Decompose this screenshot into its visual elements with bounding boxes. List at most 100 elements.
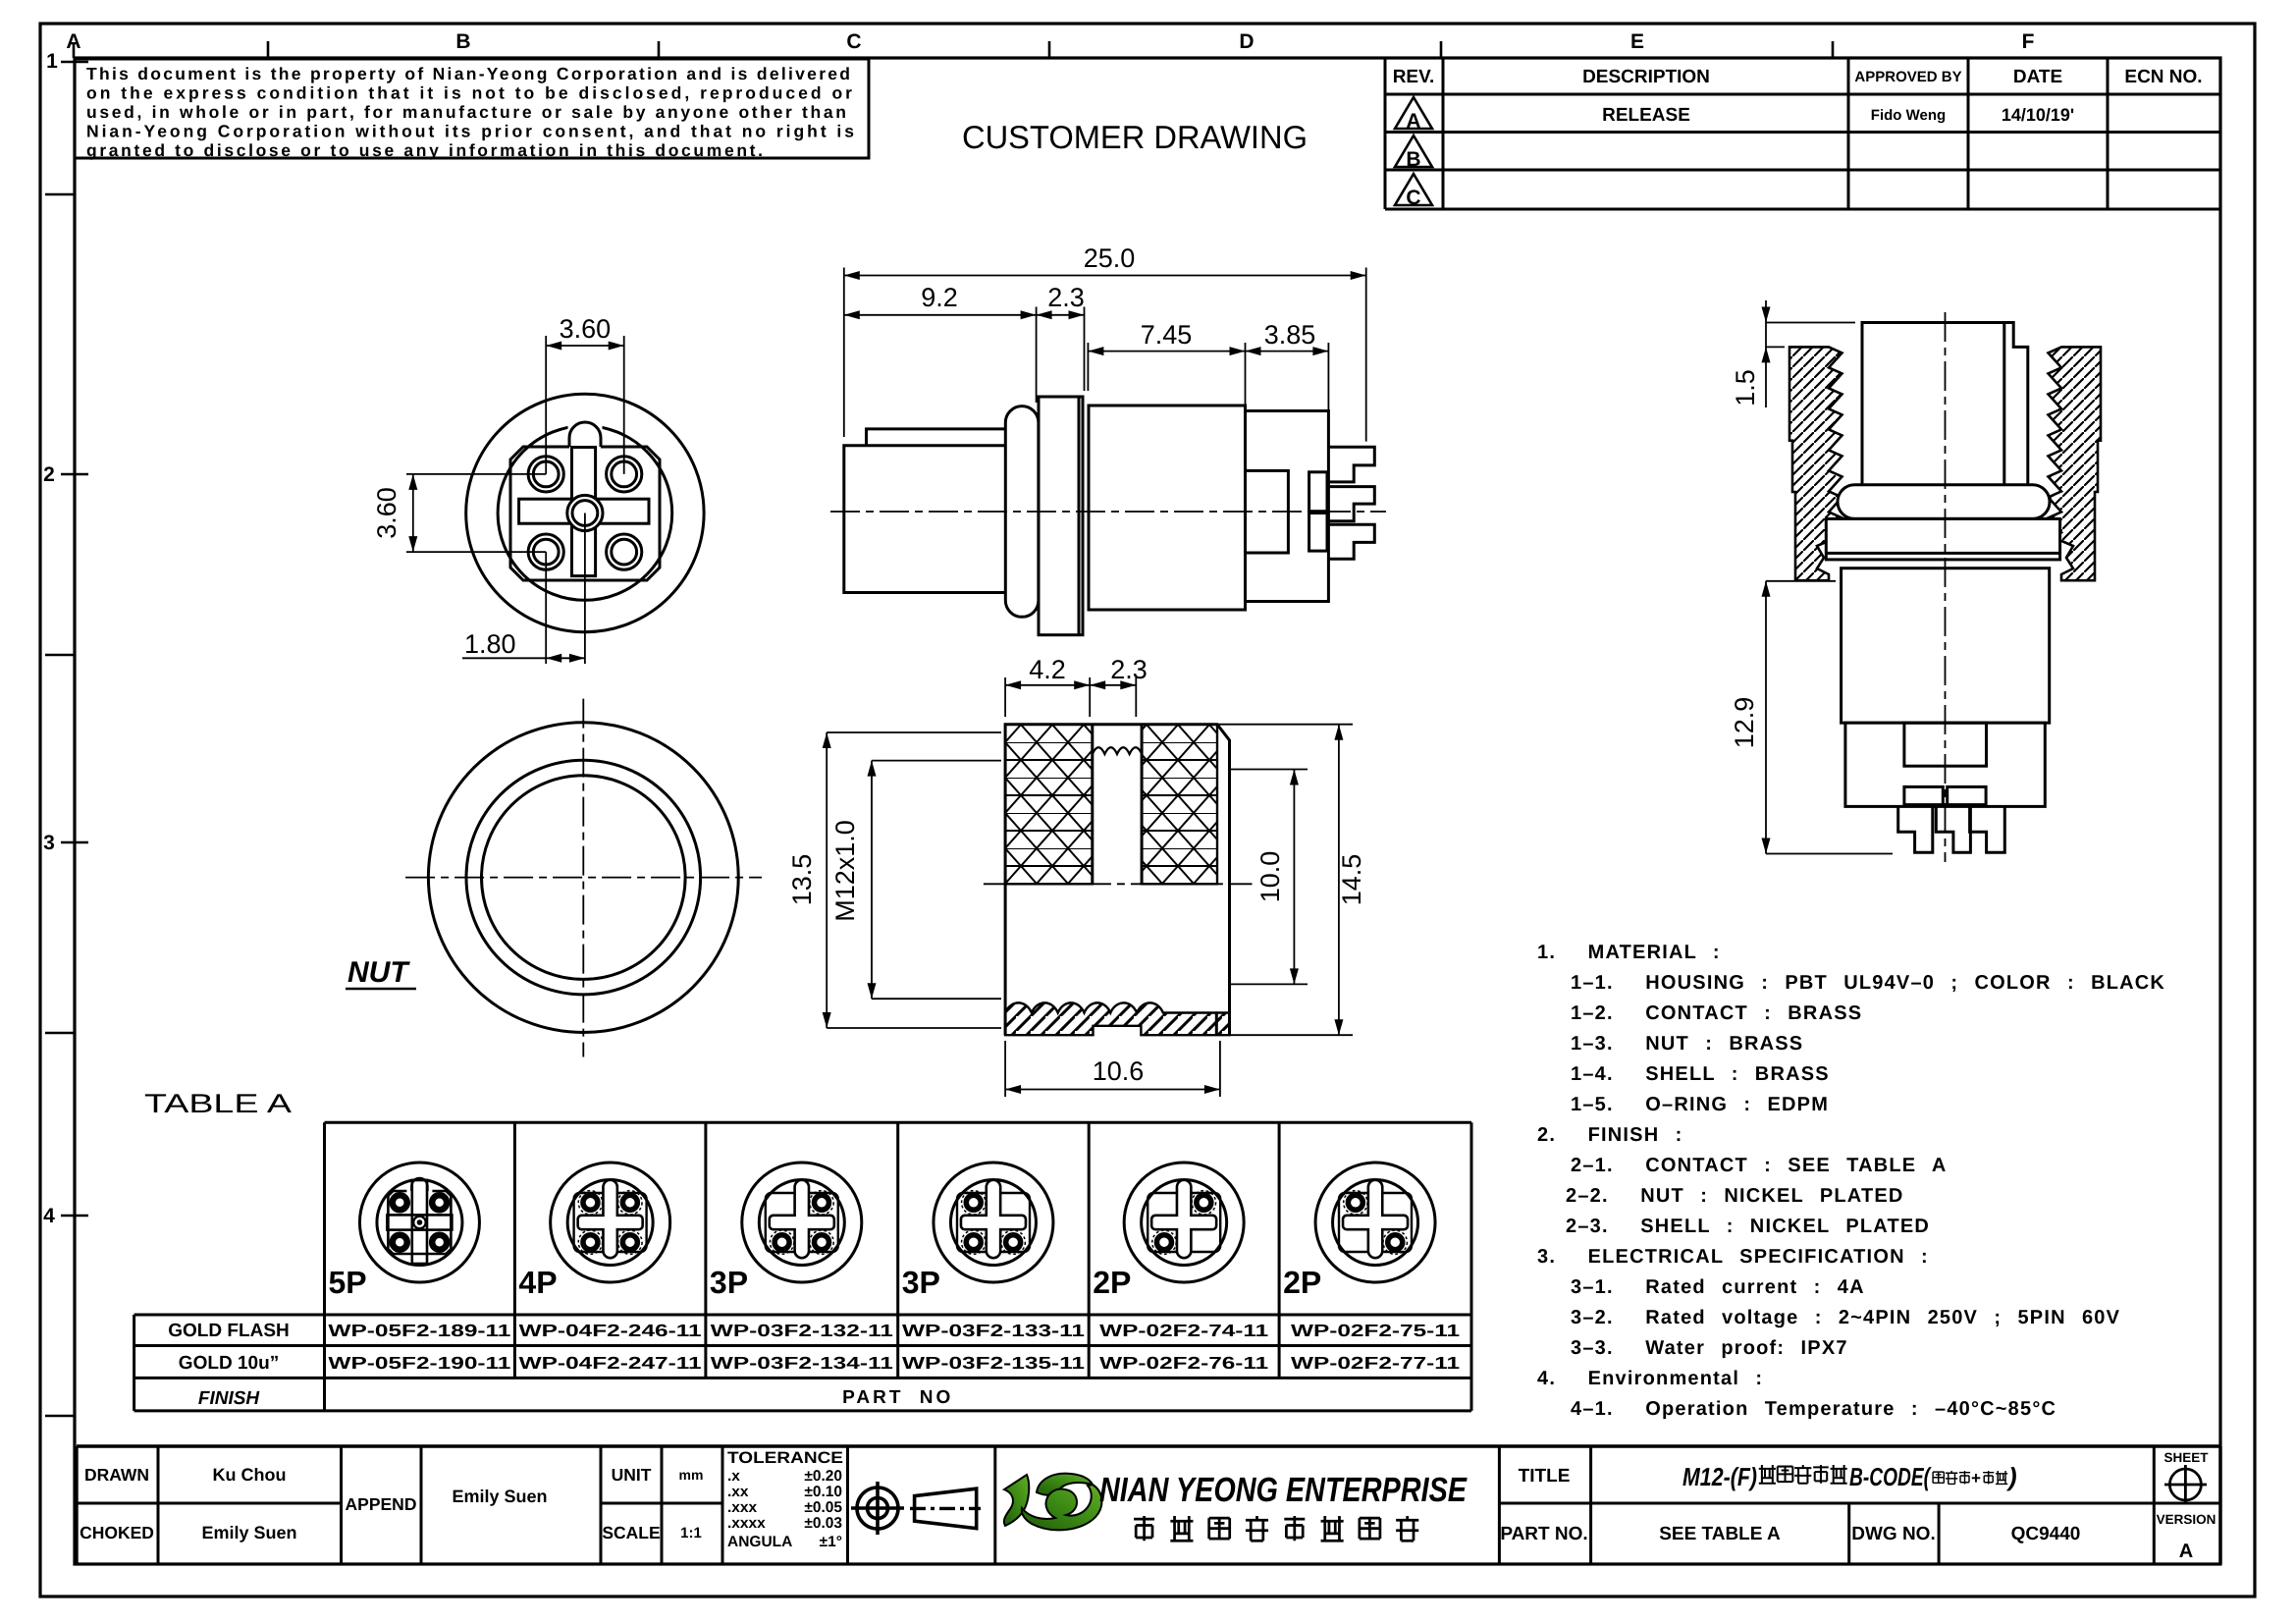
svg-text:APPROVED BY: APPROVED BY [1854,69,1961,85]
svg-text:SCALE: SCALE [602,1523,660,1542]
svg-text:GOLD 10u”: GOLD 10u” [179,1353,279,1374]
svg-text:14.5: 14.5 [1337,854,1366,906]
svg-text:SEE TABLE A: SEE TABLE A [1659,1524,1781,1544]
svg-text:13.5: 13.5 [787,854,817,906]
svg-text:Fido Weng: Fido Weng [1871,107,1946,124]
svg-text:4P: 4P [518,1265,557,1300]
svg-text:D: D [1239,30,1254,53]
svg-text:WP-04F2-246-11: WP-04F2-246-11 [519,1321,702,1340]
svg-text:1:1: 1:1 [680,1525,702,1542]
svg-text:Nian-Yeong Corporation without: Nian-Yeong Corporation without its prior… [86,122,854,141]
svg-text:1–5. O–RING : EDPM: 1–5. O–RING : EDPM [1571,1094,1829,1115]
svg-text:WP-05F2-189-11: WP-05F2-189-11 [328,1321,510,1340]
svg-text:1. MATERIAL :: 1. MATERIAL : [1537,942,1721,963]
svg-text:GOLD FLASH: GOLD FLASH [168,1321,290,1341]
svg-text:Emily Suen: Emily Suen [452,1487,547,1506]
svg-text:M12-(F): M12-(F) [1682,1462,1757,1491]
svg-text:A: A [66,30,80,53]
svg-text:CUSTOMER DRAWING: CUSTOMER DRAWING [962,119,1308,155]
svg-text:E: E [1630,30,1644,53]
svg-text:3.60: 3.60 [560,314,612,344]
svg-text:25.0: 25.0 [1084,243,1136,273]
svg-text:RELEASE: RELEASE [1602,105,1690,126]
svg-text:TITLE: TITLE [1519,1466,1571,1487]
svg-text:12.9: 12.9 [1730,697,1759,749]
svg-text:2P: 2P [1283,1265,1321,1300]
svg-text:PART NO: PART NO [842,1387,953,1408]
svg-text:granted to disclose or to use: granted to disclose or to use any inform… [86,140,763,160]
svg-text:.xxx: .xxx [727,1499,758,1516]
svg-text:WP-04F2-247-11: WP-04F2-247-11 [519,1353,702,1373]
svg-text:3–3. Water proof: IPX7: 3–3. Water proof: IPX7 [1571,1337,1848,1359]
svg-text:This document is the property: This document is the property of Nian-Ye… [86,64,850,83]
svg-text:REV.: REV. [1393,67,1435,87]
svg-text:DRAWN: DRAWN [84,1465,149,1485]
svg-text:2–1. CONTACT : SEE TABLE A: 2–1. CONTACT : SEE TABLE A [1571,1155,1948,1176]
svg-text:3.85: 3.85 [1264,320,1316,350]
svg-text:5P: 5P [329,1265,367,1300]
svg-text:WP-02F2-75-11: WP-02F2-75-11 [1291,1321,1460,1340]
svg-text:WP-03F2-135-11: WP-03F2-135-11 [902,1353,1085,1373]
svg-text:+: + [1971,1469,1981,1488]
svg-text:4. Environmental :: 4. Environmental : [1537,1368,1763,1389]
svg-text:.xx: .xx [727,1484,749,1500]
svg-text:A: A [1406,110,1420,133]
svg-text:2P: 2P [1093,1265,1131,1300]
svg-text:M12x1.0: M12x1.0 [830,820,860,922]
svg-text:±0.05: ±0.05 [804,1499,842,1516]
svg-text:.xxxx: .xxxx [727,1515,766,1532]
svg-text:NUT: NUT [347,956,410,989]
svg-text:PART NO.: PART NO. [1500,1524,1587,1544]
svg-text:used, in whole or in part, for: used, in whole or in part, for manufactu… [86,102,846,122]
svg-text:7.45: 7.45 [1141,320,1193,350]
svg-text:): ) [2005,1462,2017,1491]
svg-text:QC9440: QC9440 [2011,1524,2081,1544]
svg-text:CHOKED: CHOKED [80,1523,154,1542]
svg-text:1–3. NUT : BRASS: 1–3. NUT : BRASS [1571,1033,1803,1055]
svg-text:DATE: DATE [2013,67,2062,87]
svg-text:WP-05F2-190-11: WP-05F2-190-11 [328,1353,510,1373]
svg-text:3: 3 [43,832,55,854]
svg-text:3P: 3P [902,1265,940,1300]
svg-text:1–2. CONTACT : BRASS: 1–2. CONTACT : BRASS [1571,1002,1862,1024]
svg-text:1.80: 1.80 [464,629,516,659]
svg-text:1.5: 1.5 [1731,369,1760,406]
svg-text:4–1. Operation Temperature :: 4–1. Operation Temperature : –40°C~85°C [1571,1398,2056,1420]
svg-text:10.6: 10.6 [1093,1056,1145,1086]
svg-text:4.2: 4.2 [1029,655,1066,684]
svg-text:C: C [846,30,861,53]
svg-text:.x: .x [727,1468,740,1485]
svg-text:WP-02F2-76-11: WP-02F2-76-11 [1099,1353,1268,1373]
svg-text:1: 1 [46,50,58,73]
svg-text:3P: 3P [710,1265,748,1300]
svg-text:NIAN YEONG ENTERPRISE: NIAN YEONG ENTERPRISE [1099,1471,1468,1509]
svg-text:WP-02F2-77-11: WP-02F2-77-11 [1291,1353,1460,1373]
svg-text:2. FINISH :: 2. FINISH : [1537,1124,1682,1146]
svg-text:WP-03F2-134-11: WP-03F2-134-11 [711,1353,893,1373]
svg-text:APPEND: APPEND [346,1494,417,1514]
svg-text:2–2. NUT : NICKEL PLATED: 2–2. NUT : NICKEL PLATED [1566,1185,1904,1207]
svg-text:3.60: 3.60 [372,487,401,539]
svg-text:F: F [2022,30,2035,53]
svg-text:B-CODE(: B-CODE( [1849,1462,1932,1491]
svg-text:±0.10: ±0.10 [804,1484,842,1500]
svg-text:DESCRIPTION: DESCRIPTION [1582,67,1710,87]
svg-text:Ku Chou: Ku Chou [213,1465,287,1485]
svg-text:14/10/19': 14/10/19' [2002,105,2074,125]
svg-text:VERSION: VERSION [2157,1512,2216,1527]
svg-text:C: C [1406,187,1420,209]
svg-text:2: 2 [43,463,55,486]
svg-text:9.2: 9.2 [921,283,958,312]
svg-text:ANGULA: ANGULA [727,1534,792,1550]
svg-text:1–1. HOUSING : PBT UL94V–0 ;: 1–1. HOUSING : PBT UL94V–0 ; COLOR : BLA… [1571,972,2165,994]
svg-text:WP-03F2-133-11: WP-03F2-133-11 [902,1321,1085,1340]
svg-text:1–4. SHELL : BRASS: 1–4. SHELL : BRASS [1571,1063,1830,1085]
svg-text:TOLERANCE: TOLERANCE [727,1449,843,1467]
svg-text:mm: mm [679,1467,704,1483]
svg-text:2–3. SHELL : NICKEL PLATED: 2–3. SHELL : NICKEL PLATED [1566,1216,1930,1237]
svg-text:4: 4 [43,1205,55,1227]
svg-text:Emily Suen: Emily Suen [201,1523,296,1542]
svg-text:ECN NO.: ECN NO. [2124,67,2202,87]
svg-text:UNIT: UNIT [612,1465,652,1485]
svg-text:±0.03: ±0.03 [804,1515,842,1532]
